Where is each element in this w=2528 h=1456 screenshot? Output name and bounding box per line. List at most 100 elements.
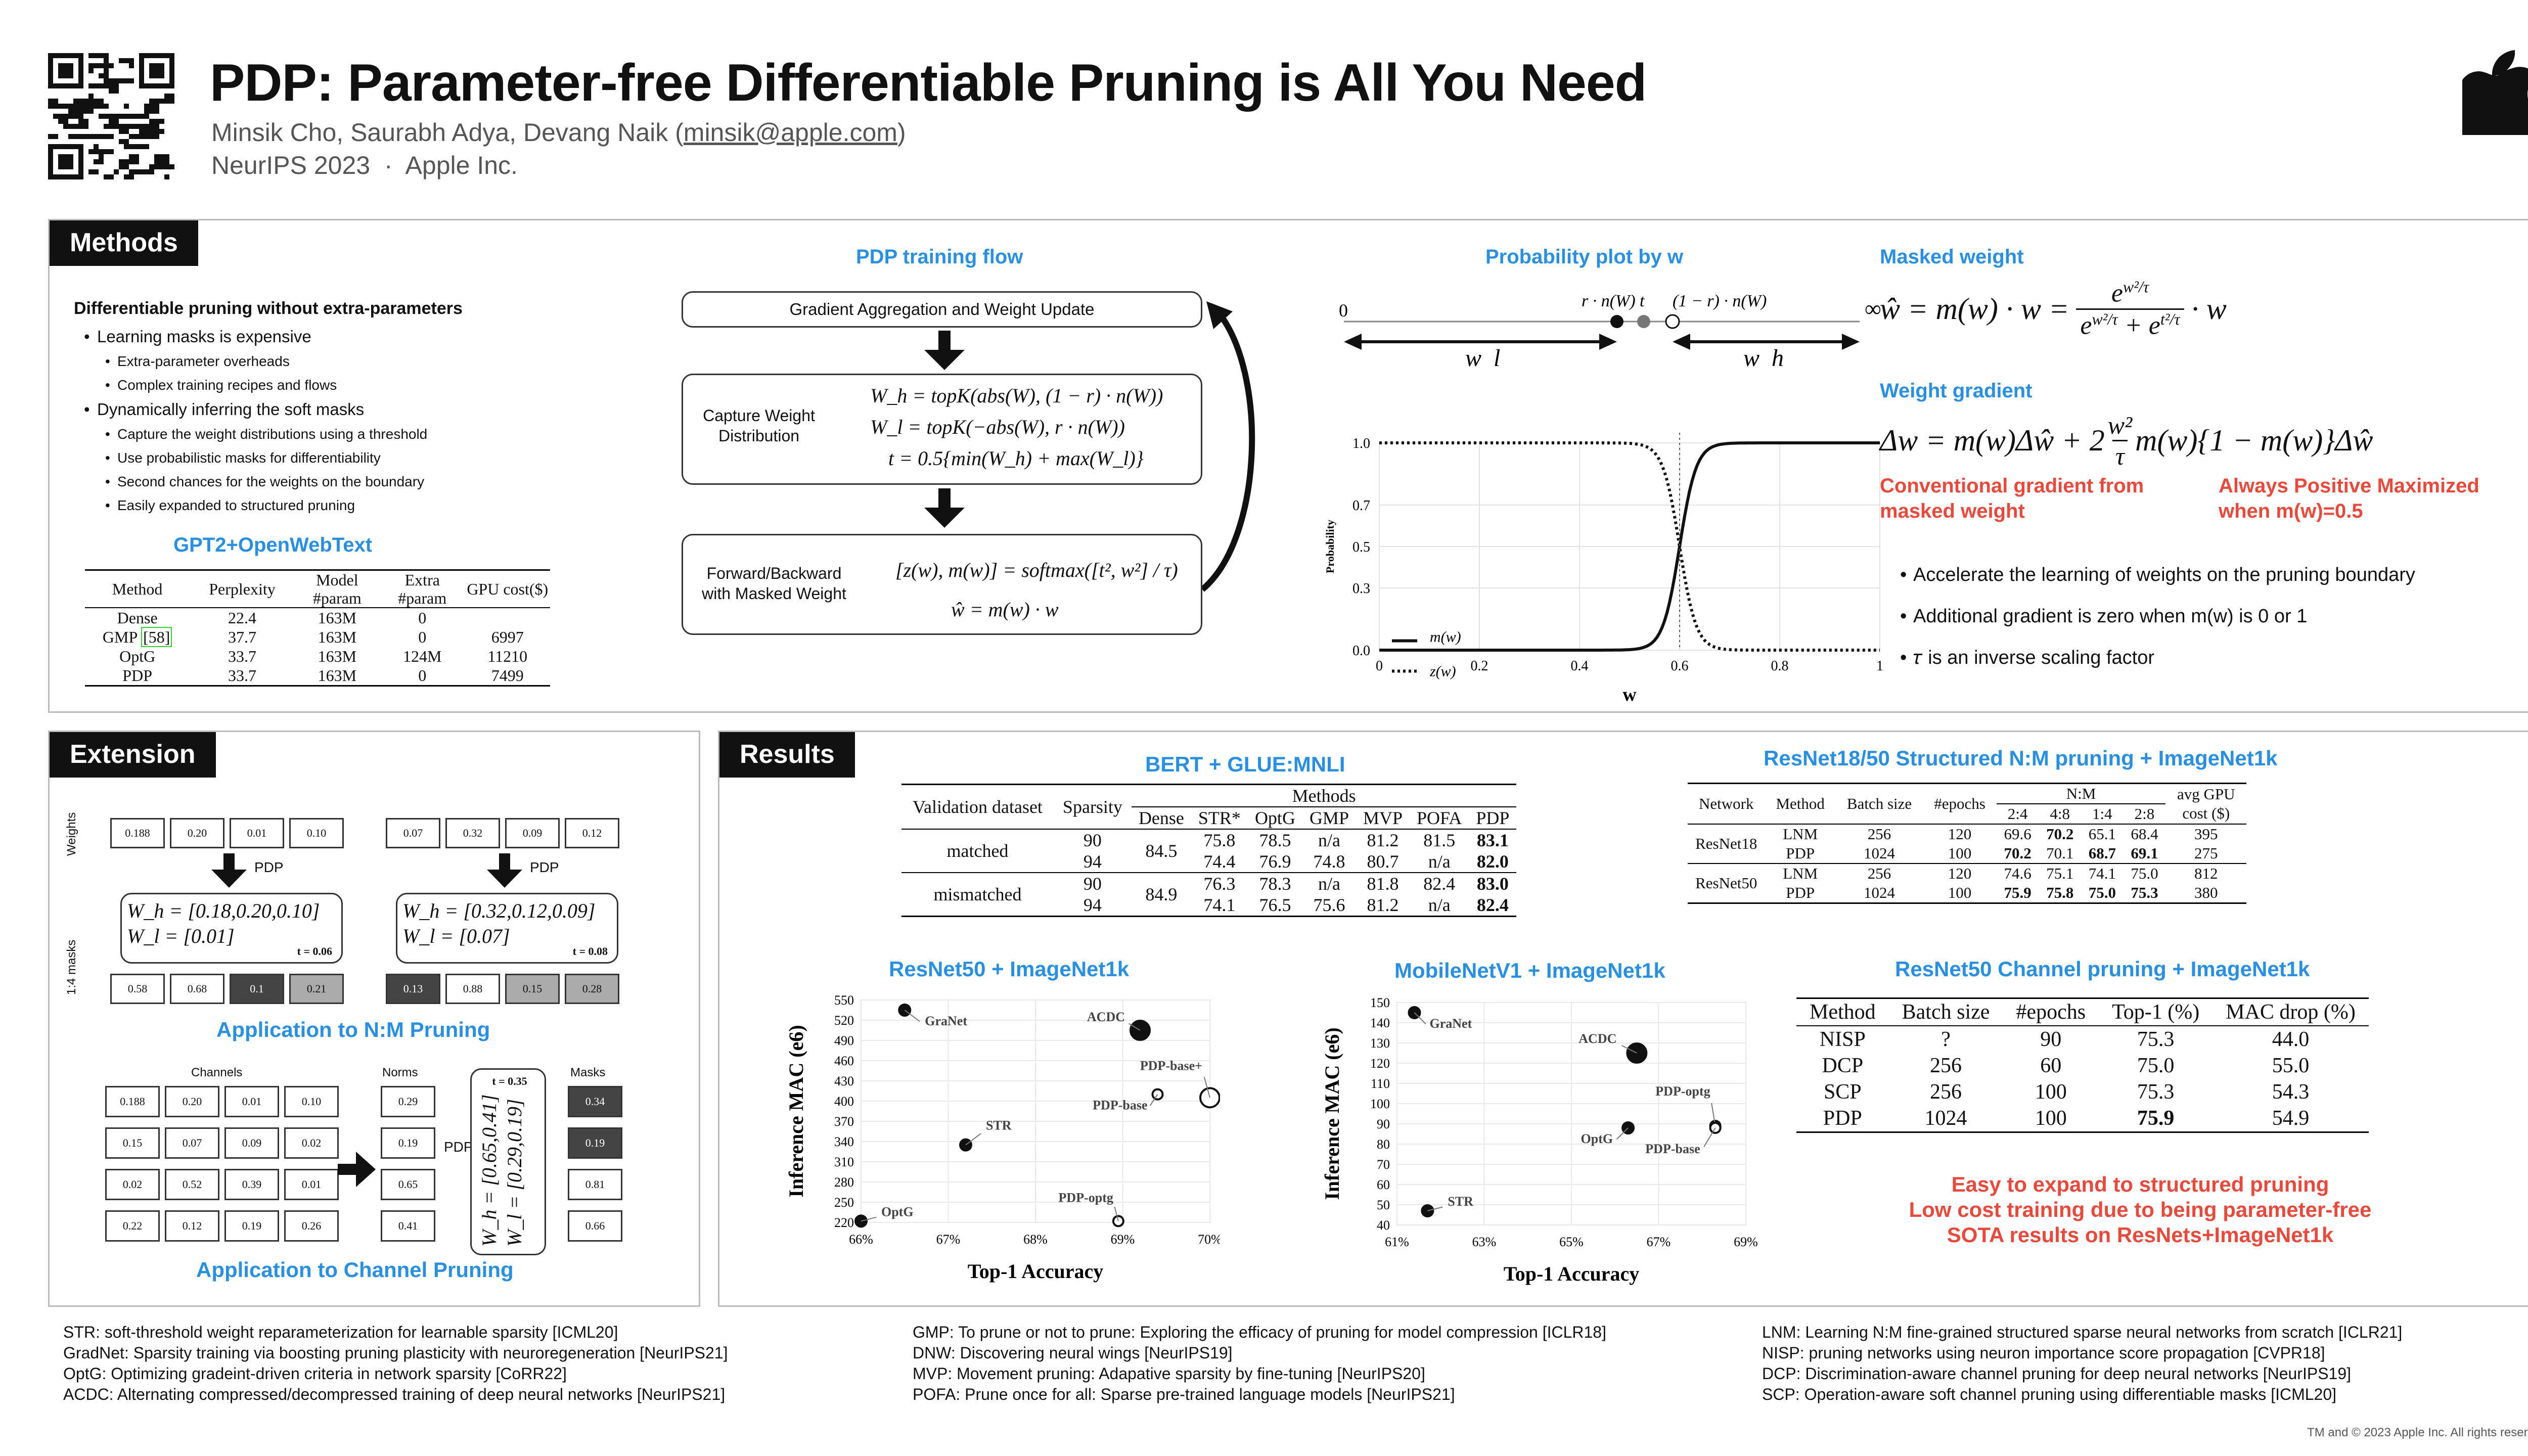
- col-header: MVP: [1356, 806, 1410, 829]
- eq-t: t = 0.5{min(W_h) + max(W_l)}: [888, 447, 1144, 470]
- qr-module: [114, 88, 119, 94]
- citation-link[interactable]: [58]: [141, 627, 172, 647]
- matrix-cell: 0.65: [381, 1169, 435, 1200]
- qr-module: [68, 109, 73, 114]
- qr-module: [144, 104, 149, 109]
- qr-module: [78, 104, 83, 109]
- point-label: OptG: [1581, 1131, 1613, 1146]
- col-header: avg GPU cost ($): [2177, 785, 2235, 822]
- masked-title: Masked weight: [1880, 246, 2024, 268]
- point-label: PDP-base: [1093, 1098, 1147, 1113]
- x-tick-label: 69%: [1111, 1232, 1135, 1247]
- inf-label: ∞: [1865, 296, 1881, 322]
- table-cell: OptG: [119, 647, 156, 665]
- qr-module: [129, 154, 134, 159]
- table-cell: 1024: [1864, 844, 1895, 862]
- matrix-cell: 0.09: [505, 818, 560, 848]
- matrix-cell: 0.19: [224, 1210, 279, 1242]
- col-header: 2:8: [2123, 803, 2166, 824]
- qr-module: [149, 109, 154, 114]
- summary-line: SOTA results on ResNets+ImageNet1k: [1947, 1223, 2334, 1247]
- qr-module: [109, 119, 114, 124]
- sub-bullet-item: Use probabilistic masks for differentiab…: [74, 446, 681, 470]
- point-label: ACDC: [1087, 1010, 1125, 1024]
- nm-equation-box: W_h = [0.32,0.12,0.09]W_l = [0.07]t = 0.…: [396, 893, 618, 964]
- qr-module: [149, 119, 154, 124]
- x-axis-label: w: [1622, 684, 1637, 705]
- qr-module: [48, 99, 53, 104]
- resnet50-scatter-chart: 66%67%68%69%70%2202502803103403704004304…: [785, 993, 1220, 1283]
- qr-module: [144, 129, 149, 134]
- qr-module: [99, 83, 104, 88]
- qr-module: [144, 124, 149, 129]
- matrix-cell: 0.12: [165, 1210, 219, 1242]
- qr-module: [134, 124, 139, 129]
- table-cell: 90: [1083, 830, 1102, 850]
- qr-module: [129, 144, 134, 149]
- qr-module: [119, 164, 124, 169]
- qr-module: [94, 144, 99, 149]
- matrix-cell: 0.26: [284, 1210, 339, 1242]
- table-cell: 75.6: [1313, 895, 1345, 915]
- col-header: Method: [1776, 795, 1825, 812]
- qr-module: [68, 134, 73, 139]
- loop-arrow-icon: [1202, 301, 1255, 592]
- flow-box-update: Gradient Aggregation and Weight Update: [682, 291, 1202, 328]
- x-axis-label: Top-1 Accuracy: [968, 1260, 1104, 1283]
- qr-module: [58, 119, 63, 124]
- results-tag: Results: [719, 732, 855, 778]
- qr-module: [144, 134, 149, 139]
- ref-item: DCP: Discrimination-aware channel prunin…: [1762, 1364, 2352, 1383]
- y-tick-label: 100: [1370, 1097, 1390, 1111]
- gpt2-title: GPT2+OpenWebText: [173, 534, 373, 556]
- table-cell: DCP: [1822, 1054, 1864, 1077]
- y-tick-label: 0.7: [1352, 498, 1370, 514]
- qr-module: [88, 109, 94, 114]
- ref-item: GradNet: Sparsity training via boosting …: [63, 1344, 728, 1362]
- qr-module: [78, 114, 83, 119]
- table-cell: mismatched: [933, 884, 1022, 904]
- col-header: PDP: [1469, 806, 1517, 829]
- table-cell: 6997: [491, 628, 524, 646]
- matrix-cell: 0.41: [381, 1210, 435, 1242]
- table-cell: 90: [1083, 874, 1102, 894]
- mobilenet-scatter-chart: 61%63%65%67%69%4050607080901001101201301…: [1321, 995, 1758, 1285]
- qr-module: [104, 63, 109, 68]
- table-cell: 60: [2040, 1054, 2062, 1077]
- y-tick-label: 150: [1370, 995, 1390, 1010]
- email-link[interactable]: minsik@apple.com: [683, 118, 897, 147]
- ref-item: ACDC: Alternating compressed/decompresse…: [63, 1385, 726, 1403]
- qr-module: [73, 99, 78, 104]
- refs-col2: GMP: To prune or not to prune: Exploring…: [913, 1322, 1752, 1405]
- table-cell: 33.7: [228, 647, 256, 665]
- x-tick-label: 70%: [1198, 1232, 1220, 1247]
- point-label: PDP-optg: [1655, 1084, 1710, 1099]
- qr-module: [88, 99, 94, 104]
- ch-results-title: ResNet50 Channel pruning + ImageNet1k: [1895, 957, 2310, 981]
- qr-module: [109, 124, 114, 129]
- x-tick-label: 0: [1376, 658, 1383, 674]
- qr-module: [149, 164, 154, 169]
- qr-finder: [58, 63, 73, 78]
- summary-line: Low cost training due to being parameter…: [1909, 1198, 2372, 1221]
- table-cell: 124M: [403, 647, 442, 665]
- qr-module: [94, 104, 99, 109]
- qr-module: [154, 129, 159, 134]
- qr-module: [124, 144, 129, 149]
- x-tick-label: 0.6: [1671, 658, 1689, 674]
- qr-module: [68, 104, 73, 109]
- qr-module: [119, 159, 124, 164]
- matrix-cell: 0.66: [568, 1210, 622, 1242]
- table-cell: 55.0: [2272, 1054, 2310, 1077]
- y-tick-label: 90: [1377, 1117, 1390, 1131]
- matrix-cell: 0.07: [165, 1127, 219, 1159]
